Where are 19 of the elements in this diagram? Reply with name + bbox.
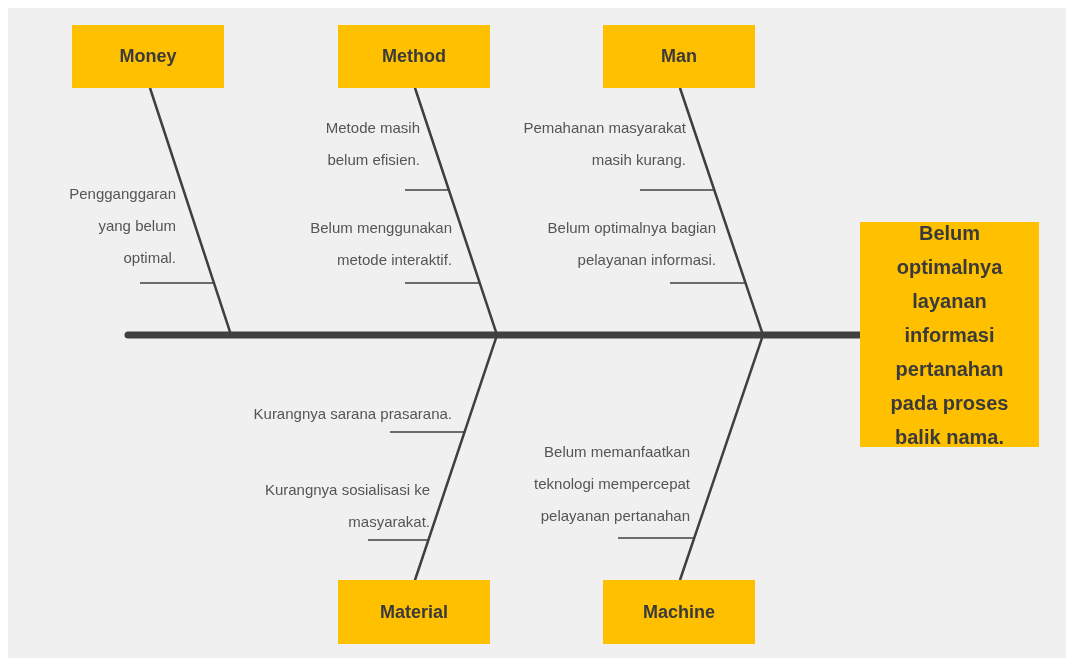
cause-text: Kurangnya sosialisasi ke masyarakat. xyxy=(245,474,430,540)
category-box: Material xyxy=(338,580,490,644)
effect-box: Belum optimalnya layanan informasi pertanahan pada proses balik nama. xyxy=(860,222,1039,447)
cause-text: Metode masih belum efisien. xyxy=(290,112,420,190)
cause-text: Belum optimalnya bagian pelayanan informasi. xyxy=(516,212,716,283)
leader-line xyxy=(669,87,747,284)
leader-line xyxy=(367,539,430,581)
cause-text: Belum menggunakan metode interaktif. xyxy=(282,212,452,283)
leader-line xyxy=(617,537,696,581)
cause-text: Kurangnya sarana prasarana. xyxy=(237,398,452,432)
leader-line xyxy=(404,87,481,284)
bone-line xyxy=(678,333,860,581)
category-box: Man xyxy=(603,25,755,88)
category-box: Machine xyxy=(603,580,755,644)
category-box: Method xyxy=(338,25,490,88)
cause-text: Pemahanan masyarakat masih kurang. xyxy=(496,112,686,190)
cause-text: Belum memanfaatkan teknologi mempercepat pelayanan pertanahan xyxy=(505,436,690,538)
cause-text: Pengganggaran yang belum optimal. xyxy=(46,178,176,283)
category-box: Money xyxy=(72,25,224,88)
